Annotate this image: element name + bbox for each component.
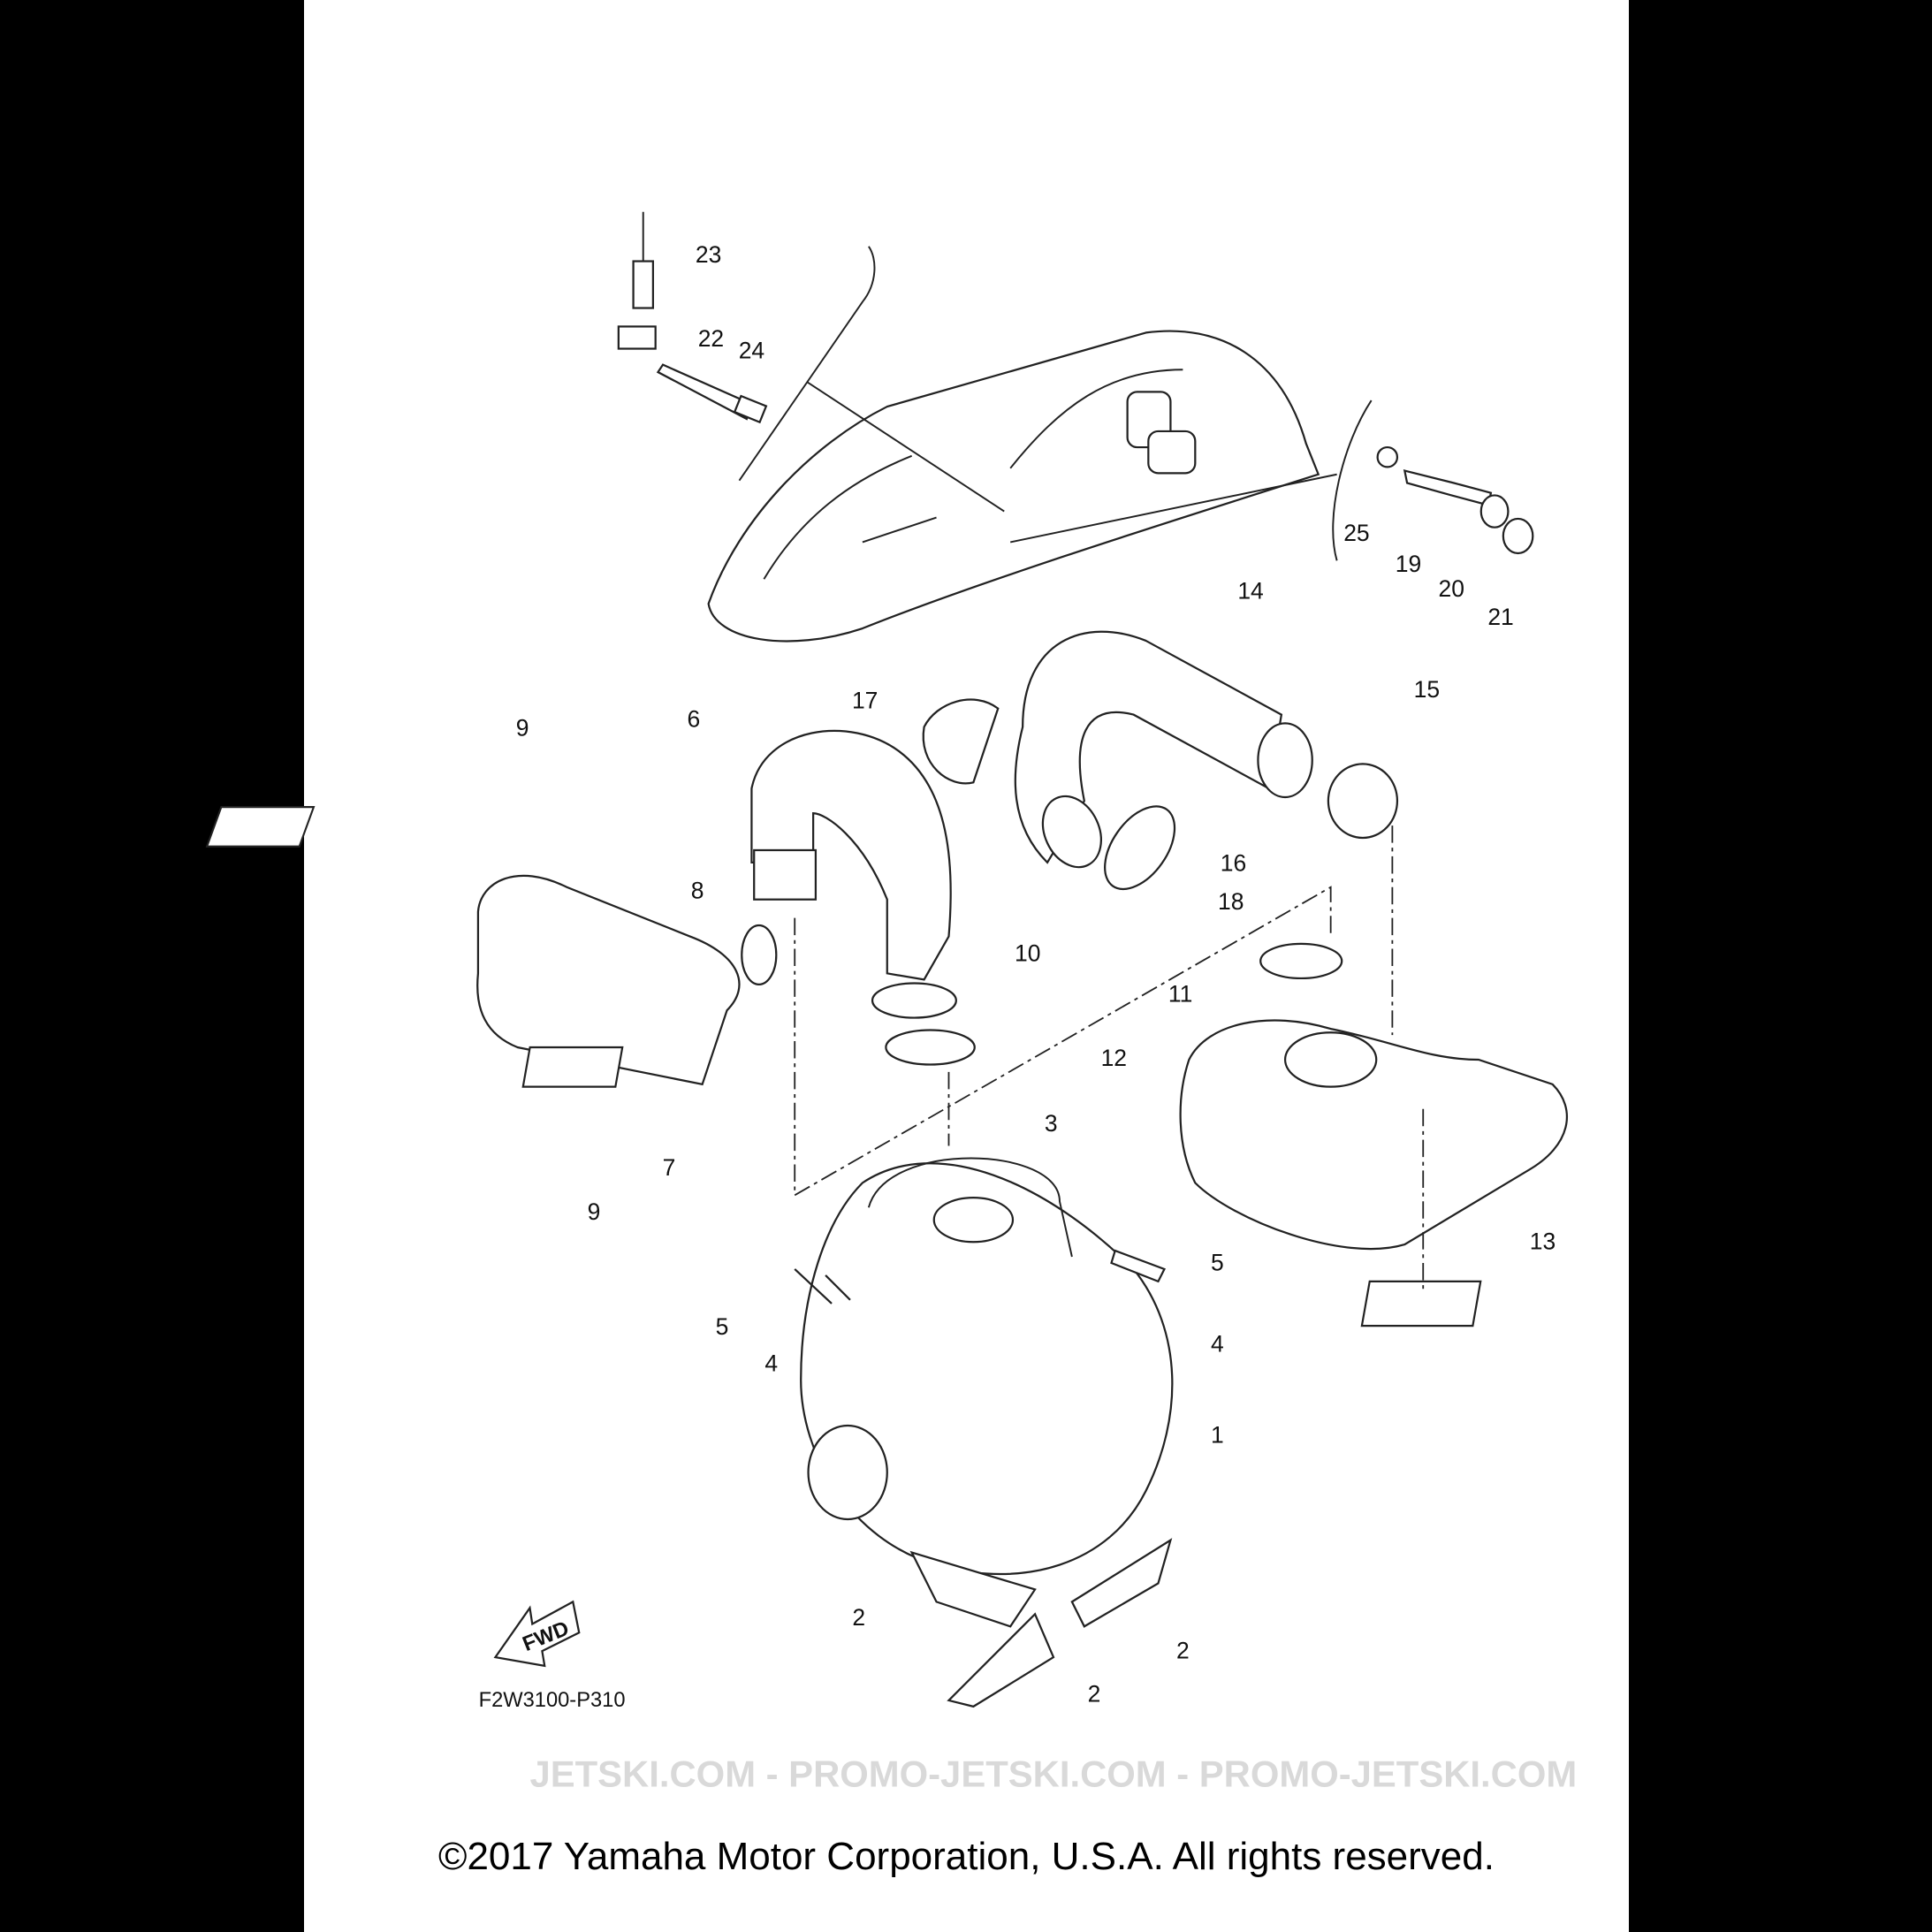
callout-9: 9 — [516, 714, 529, 741]
callout-4: 4 — [764, 1350, 778, 1377]
callout-2: 2 — [852, 1604, 865, 1631]
callout-13: 13 — [1530, 1228, 1555, 1255]
callout-7: 7 — [663, 1154, 676, 1181]
callout-15: 15 — [1414, 676, 1440, 703]
silencer-1 — [794, 1157, 1174, 1708]
diagram-code: F2W3100-P310 — [479, 1689, 626, 1712]
callout-5b: 5 — [716, 1313, 729, 1340]
callout-1: 1 — [1211, 1422, 1224, 1449]
callout-24: 24 — [739, 338, 764, 364]
callout-22: 22 — [698, 325, 724, 352]
rivet-and-clip-group — [617, 211, 768, 424]
callout-21: 21 — [1487, 604, 1513, 630]
duct-14 — [922, 630, 1399, 891]
callout-11: 11 — [1168, 980, 1192, 1007]
callout-6: 6 — [688, 706, 701, 733]
callout-5: 5 — [1211, 1249, 1224, 1275]
callout-4b: 4 — [1211, 1330, 1224, 1357]
callout-9b: 9 — [588, 1198, 601, 1225]
callout-20: 20 — [1439, 575, 1464, 602]
callout-14: 14 — [1237, 578, 1263, 605]
callout-3: 3 — [1045, 1110, 1058, 1137]
callout-2b: 2 — [1176, 1638, 1190, 1664]
silencer-12 — [1179, 942, 1568, 1327]
callout-18: 18 — [1218, 888, 1244, 915]
bolt-nut-group — [1376, 445, 1534, 555]
callout-16: 16 — [1221, 850, 1246, 877]
callout-19: 19 — [1396, 551, 1421, 577]
copyright-footer: ©2017 Yamaha Motor Corporation, U.S.A. A… — [438, 1835, 1495, 1878]
callout-labels: 23 22 24 25 19 20 21 14 17 15 6 9 16 18 … — [516, 241, 1555, 1707]
callout-10: 10 — [1015, 939, 1040, 966]
air-box-7 — [205, 806, 778, 1088]
duct-6 — [750, 729, 976, 1066]
callout-25: 25 — [1343, 520, 1369, 546]
callout-23: 23 — [696, 241, 721, 268]
watercraft-illustration — [707, 246, 1373, 643]
watermark: JETSKI.COM - PROMO-JETSKI.COM - PROMO-JE… — [529, 1753, 1577, 1794]
callout-2c: 2 — [1088, 1680, 1101, 1707]
fwd-arrow-icon: FWD — [493, 1600, 581, 1668]
callout-17: 17 — [852, 688, 878, 714]
callout-12: 12 — [1101, 1045, 1127, 1071]
callout-8: 8 — [691, 877, 704, 903]
